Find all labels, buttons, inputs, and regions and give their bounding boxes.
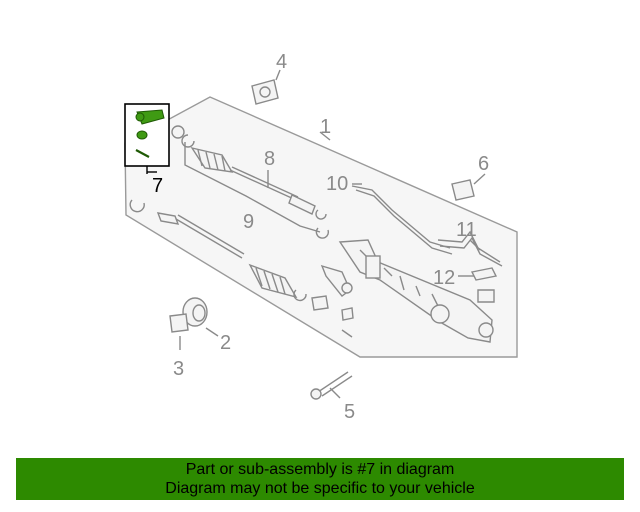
- bushing-part-2: [182, 297, 208, 327]
- rack-rod-part: [156, 212, 245, 259]
- cotter-pin-part: [135, 149, 150, 158]
- part-7-group[interactable]: 7: [124, 103, 170, 197]
- fitting-part-12: [470, 267, 498, 281]
- leader-11: [469, 239, 481, 251]
- info-banner: Part or sub-assembly is #7 in diagram Di…: [16, 458, 624, 500]
- leader-6: [473, 173, 486, 185]
- bracket-part-4: [251, 79, 279, 105]
- gear-housing-part: [338, 239, 495, 343]
- nut-part: [136, 130, 148, 140]
- leader-1: [319, 131, 331, 141]
- clip-part: [181, 134, 195, 148]
- leader-4: [275, 69, 281, 81]
- callout-11: 11: [456, 219, 477, 241]
- callout-7: 7: [152, 175, 163, 197]
- callout-6: 6: [478, 153, 489, 175]
- pressure-lines-part: [351, 185, 503, 267]
- boot-clamp-part: [129, 199, 145, 213]
- bolt-part-5: [310, 371, 353, 400]
- callout-8: 8: [264, 148, 275, 170]
- clamp-part-3: [169, 313, 189, 333]
- callout-10: 10: [326, 173, 348, 195]
- boot-part-9: [184, 142, 321, 233]
- parts-diagram: 7: [124, 51, 518, 423]
- callout-3: 3: [173, 358, 184, 380]
- outer-tie-rod-part: [311, 264, 354, 338]
- callout-1: 1: [320, 116, 331, 138]
- callout-2: 2: [220, 332, 231, 354]
- callout-12: 12: [433, 267, 455, 289]
- callout-5: 5: [344, 401, 355, 423]
- inner-tie-rod-part-8: [229, 166, 330, 239]
- leader-5: [329, 387, 341, 399]
- lower-boot-part: [248, 263, 307, 302]
- banner-line-1: Part or sub-assembly is #7 in diagram: [185, 461, 455, 478]
- callout-4: 4: [276, 51, 287, 73]
- callout-9: 9: [243, 211, 254, 233]
- clamp-part: [171, 125, 185, 139]
- leader-2: [205, 327, 219, 337]
- bracket-part-6: [451, 179, 475, 201]
- banner-line-2: Diagram may not be specific to your vehi…: [165, 480, 475, 497]
